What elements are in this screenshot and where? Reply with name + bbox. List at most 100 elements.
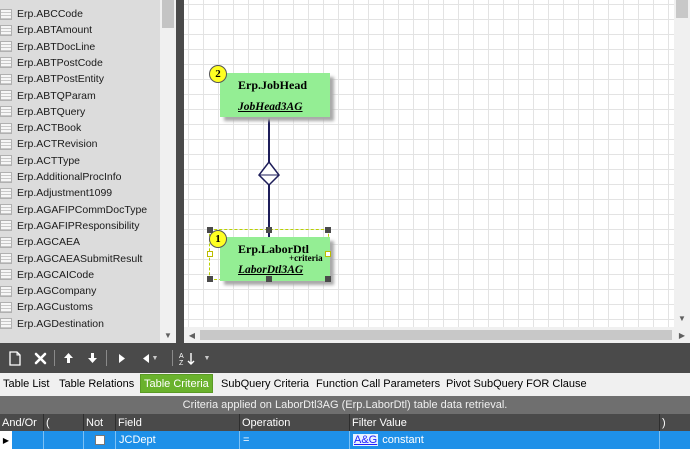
scroll-left-arrow-icon[interactable]: ◀ [188,330,196,340]
table-icon [0,106,12,118]
resize-handle[interactable] [266,276,272,282]
column-header-close-paren[interactable]: ) [662,416,666,429]
table-list-item[interactable]: Erp.ABTQuery [0,104,160,120]
table-icon [0,220,12,232]
table-icon [0,155,12,167]
tab-table-list[interactable]: Table List [3,377,50,390]
column-header-not[interactable]: Not [84,414,116,431]
table-list-item[interactable]: Erp.AGCAEASubmitResult [0,251,160,267]
table-list-item[interactable]: Erp.ABTPostCode [0,55,160,71]
table-list-item[interactable]: Erp.AGAFIPCommDocType [0,202,160,218]
cell-field[interactable]: JCDept [116,431,240,449]
table-list-item[interactable]: Erp.ABTDocLine [0,39,160,55]
table-list-item[interactable]: Erp.AGCAICode [0,267,160,283]
svg-text:A: A [179,353,184,360]
diagram-vscroll-thumb[interactable] [676,0,688,18]
dropdown-chevron-icon[interactable]: ▼ [151,354,159,362]
resize-handle[interactable] [207,251,213,257]
cell-and-or[interactable] [12,431,44,449]
table-icon [0,138,12,150]
grid-caption: Criteria applied on LaborDtl3AG (Erp.Lab… [0,396,690,414]
column-header-open-paren[interactable]: ( [44,414,84,431]
table-node-labordtl[interactable]: Erp.LaborDtl LaborDtl3AG [220,237,330,281]
filter-value-link[interactable]: A&G [353,434,379,446]
table-list-item[interactable]: Erp.ACTRevision [0,136,160,152]
svg-text:Z: Z [179,360,184,366]
table-list-item[interactable]: Erp.Adjustment1099 [0,185,160,201]
table-list-item[interactable]: Erp.ABTAmount [0,22,160,38]
column-header-operation[interactable]: Operation [240,414,350,431]
table-list-item[interactable]: Erp.ABTQParam [0,88,160,104]
table-list-scroll-thumb[interactable] [162,0,174,28]
table-list-item[interactable]: Erp.AGAFIPResponsibility [0,218,160,234]
cell-open-paren[interactable] [44,431,84,449]
table-list-item[interactable]: Erp.ABTPostEntity [0,71,160,87]
diagram-vertical-scrollbar[interactable]: ▼ [674,0,690,327]
table-list-item-label: Erp.AdditionalProcInfo [17,171,122,183]
resize-handle[interactable] [325,276,331,282]
diagram-hscroll-thumb[interactable] [200,330,672,340]
table-list-item[interactable]: Erp.AGCustoms [0,299,160,315]
resize-handle[interactable] [207,276,213,282]
table-list-item-label: Erp.AGCAEA [17,236,81,249]
table-list-scrollbar[interactable]: ▼ [160,0,176,343]
delete-x-icon[interactable] [30,348,50,368]
tab-pivot-subquery-for-clause[interactable]: Pivot SubQuery FOR Clause [446,377,587,390]
column-header-field[interactable]: Field [116,414,240,431]
cell-not[interactable] [84,431,116,449]
table-row[interactable]: ▶ JCDept = A&G constant [0,431,690,449]
arrow-down-icon[interactable] [82,348,102,368]
table-list-item[interactable]: Erp.AdditionalProcInfo [0,169,160,185]
table-list-item-label: Erp.AGCAICode [17,268,95,281]
toolbar-separator [172,350,173,366]
new-document-icon[interactable] [5,348,25,368]
triangle-left-icon[interactable] [136,348,156,368]
table-list-item[interactable]: Erp.ACTType [0,153,160,169]
filter-value-type: constant [382,434,424,446]
resize-handle[interactable] [325,227,331,233]
cell-filter-value[interactable]: A&G constant [350,431,660,449]
table-list-item[interactable]: Erp.ACTBook [0,120,160,136]
criteria-indicator: +criteria [289,253,323,263]
tab-function-call-parameters[interactable]: Function Call Parameters [316,377,441,390]
row-selector-arrow-icon[interactable]: ▶ [0,431,12,449]
table-list-item-label: Erp.ABTAmount [17,24,93,37]
table-icon [0,171,12,183]
scroll-down-arrow-icon[interactable]: ▼ [164,330,172,340]
table-list-item-label: Erp.ACTBook [17,122,82,135]
resize-handle[interactable] [325,251,331,257]
node-number-badge: 2 [209,65,227,83]
column-header-filter-value[interactable]: Filter Value [350,414,660,431]
column-header-and-or[interactable]: And/Or [0,414,44,431]
tab-subquery-criteria[interactable]: SubQuery Criteria [221,377,310,390]
tab-table-criteria[interactable]: Table Criteria [140,374,213,393]
arrow-up-icon[interactable] [58,348,78,368]
table-icon [0,253,12,264]
dropdown-chevron-icon[interactable]: ▼ [203,354,211,362]
diagram-horizontal-scrollbar[interactable]: ◀ ▶ [184,327,690,343]
tab-table-relations[interactable]: Table Relations [59,377,135,390]
scroll-down-arrow-icon[interactable]: ▼ [678,313,686,323]
not-checkbox[interactable] [94,435,105,445]
table-list-item[interactable]: Erp.AGCompany [0,283,160,299]
cell-operation[interactable]: = [240,431,350,449]
query-diagram-canvas[interactable]: Erp.JobHead JobHead3AG 2 Erp.LaborDtl La… [184,0,674,327]
table-node-jobhead[interactable]: Erp.JobHead JobHead3AG [220,73,330,117]
panel-splitter[interactable] [176,0,184,343]
table-icon [0,236,12,248]
resize-handle[interactable] [207,227,213,233]
table-list-item[interactable]: Erp.AGCAEA [0,234,160,250]
cell-close-paren[interactable] [660,431,690,449]
node-alias-link[interactable]: JobHead3AG [238,101,303,113]
table-list-item-label: Erp.ACTRevision [17,138,98,151]
play-right-icon[interactable] [112,348,132,368]
grid-header-row: And/Or ( Not Field Operation Filter Valu… [0,414,690,431]
resize-handle[interactable] [266,227,272,233]
scroll-right-arrow-icon[interactable]: ▶ [678,330,686,340]
node-alias-link[interactable]: LaborDtl3AG [238,264,304,276]
table-list-item-label: Erp.AGDestination [17,317,104,330]
table-list-item[interactable]: Erp.AGDestination [0,316,160,332]
table-list-item[interactable]: Erp.ABCCode [0,6,160,22]
